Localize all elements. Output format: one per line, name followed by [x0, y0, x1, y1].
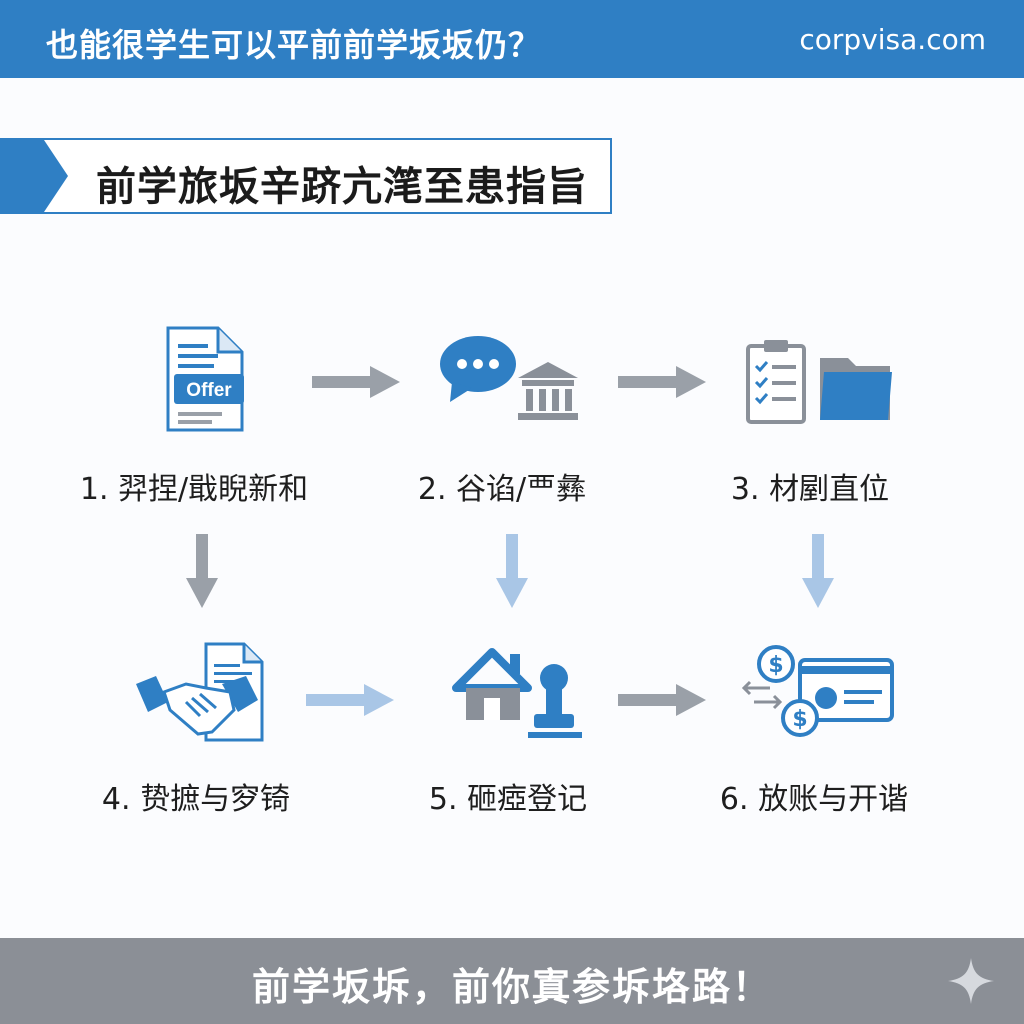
step-2-label: 2. 谷谄/覀彝 [417, 472, 587, 507]
step-1-label: 1. 羿捏/戢睨新和 [79, 472, 309, 507]
svg-text:$: $ [768, 653, 783, 678]
banner-chevron-tab [0, 140, 68, 212]
arrow-down-step2 [496, 534, 528, 608]
step-6-label: 6. 放账与开谐 [719, 782, 909, 817]
arrow-down-step3 [802, 534, 834, 608]
sparkle-icon [948, 958, 994, 1004]
arrow-right-step2-to-step3 [618, 366, 706, 398]
header-title: 也能很学生可以平前前学坂坂仍？ [46, 26, 542, 64]
header-site-link[interactable]: corpvisa.com [799, 23, 986, 56]
arrow-down-step1 [186, 534, 218, 608]
money-card-icon: $ $ [741, 645, 894, 737]
section-banner: 前学旅坂辛跻亢滗至患指旨 [0, 138, 612, 214]
bottom-footer-bar: 前学坂坼，前你寘参坼垎路！ [0, 938, 1024, 1024]
section-title: 前学旅坂辛跻亢滗至患指旨 [96, 164, 588, 210]
arrow-right-step4-to-step5 [306, 684, 394, 716]
step-5-label: 5. 砸瘂登记 [428, 782, 588, 817]
top-header-bar: 也能很学生可以平前前学坂坂仍？ corpvisa.com [0, 0, 1024, 78]
arrow-right-step5-to-step6 [618, 684, 706, 716]
house-stamp-icon [452, 648, 582, 738]
step-4-label: 4. 贽摭与穸锜 [101, 782, 291, 817]
arrow-right-step1-to-step2 [312, 366, 400, 398]
clipboard-folder-icon [746, 340, 892, 424]
offer-document-icon: Offer [166, 326, 244, 432]
handshake-document-icon [136, 642, 264, 742]
step-3-label: 3. 材剭直位 [730, 472, 890, 507]
svg-text:$: $ [792, 707, 807, 732]
footer-slogan: 前学坂坼，前你寘参坼垎路！ [251, 965, 772, 1009]
chat-bank-icon [440, 336, 578, 420]
offer-icon-text: Offer [186, 380, 232, 401]
